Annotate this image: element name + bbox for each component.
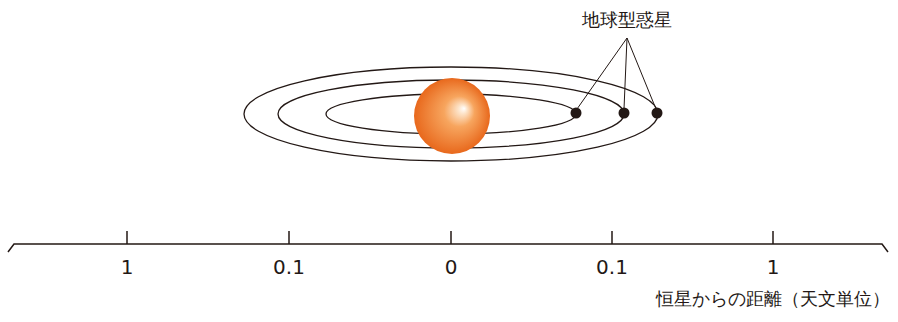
axis-tick bbox=[450, 231, 452, 244]
tick-label: 0 bbox=[445, 255, 458, 279]
planet-label: 地球型惑星 bbox=[582, 9, 672, 31]
tick-label: 0.1 bbox=[596, 255, 628, 279]
planet-dot bbox=[619, 108, 630, 119]
outer-orbit bbox=[244, 67, 658, 161]
tick-label: 0.1 bbox=[273, 255, 305, 279]
tick-label: 1 bbox=[121, 255, 134, 279]
axis-tick bbox=[611, 231, 613, 244]
planet-dot bbox=[652, 108, 663, 119]
axis-tick bbox=[288, 231, 290, 244]
tick-label: 1 bbox=[767, 255, 780, 279]
axis-tick bbox=[126, 231, 128, 244]
leader-line bbox=[627, 38, 656, 109]
leader-line bbox=[577, 38, 627, 109]
leader-line bbox=[624, 38, 627, 109]
axis-title: 恒星からの距離（天文単位） bbox=[656, 288, 890, 310]
axis-line bbox=[8, 244, 888, 252]
planet-dot bbox=[571, 108, 582, 119]
axis-tick bbox=[772, 231, 774, 244]
star bbox=[414, 78, 490, 154]
